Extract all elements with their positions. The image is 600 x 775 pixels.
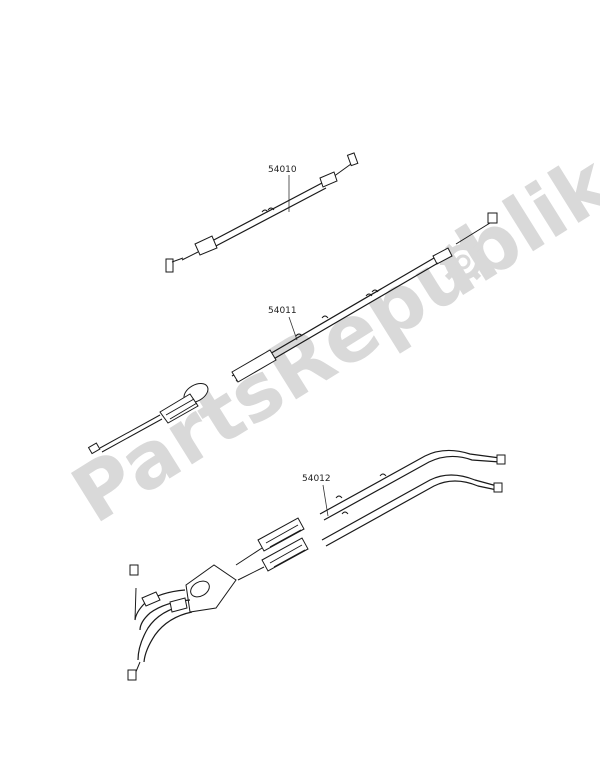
cable-end-fitting bbox=[493, 482, 503, 493]
cable-adjuster bbox=[432, 247, 453, 265]
cable-end-fitting bbox=[127, 669, 137, 681]
cable-54010: 54010 bbox=[165, 152, 359, 273]
gear-icon bbox=[440, 239, 486, 285]
cable-end-fitting bbox=[165, 258, 174, 273]
cable-adjuster bbox=[194, 235, 218, 256]
cable-end-fitting bbox=[87, 442, 101, 455]
part-label-54011: 54011 bbox=[268, 306, 297, 316]
part-label-54012: 54012 bbox=[302, 474, 331, 484]
leader-line bbox=[322, 484, 329, 517]
cable-54011: 54011 bbox=[87, 212, 498, 455]
cable-adjuster bbox=[319, 171, 338, 188]
part-label-54010: 54010 bbox=[268, 165, 297, 175]
cable-end-fitting bbox=[487, 212, 498, 224]
cable-end-fitting bbox=[129, 564, 139, 576]
cable-adjuster bbox=[159, 393, 199, 424]
cable-54012: 54012 bbox=[127, 449, 506, 681]
cable-sleeve bbox=[231, 349, 277, 383]
cable-end-fitting bbox=[346, 152, 359, 167]
cable-end-fitting bbox=[496, 454, 506, 465]
leader-line bbox=[288, 316, 298, 341]
cable-junction-block bbox=[185, 564, 237, 613]
